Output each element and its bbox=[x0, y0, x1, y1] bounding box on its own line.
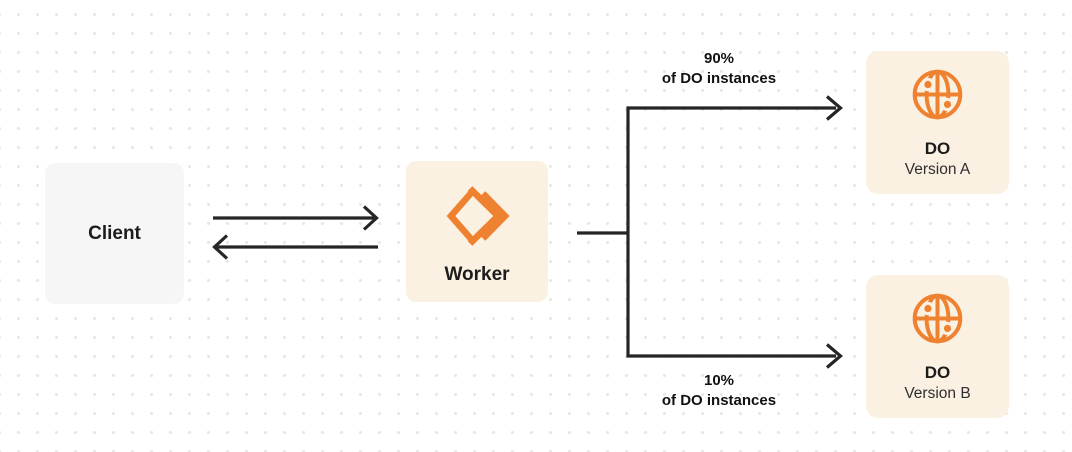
client-node-label: Client bbox=[88, 222, 141, 244]
do-version-a-node: DO Version A bbox=[866, 51, 1009, 194]
durable-object-globe-icon bbox=[912, 69, 963, 119]
edge-label-10-percent: 10% of DO instances bbox=[629, 371, 809, 411]
do-version-b-title: DO bbox=[924, 362, 951, 382]
client-node: Client bbox=[45, 163, 184, 304]
branch-to-do-b-arrowhead-icon bbox=[825, 343, 843, 369]
do-version-a-subtitle: Version A bbox=[904, 160, 971, 178]
durable-object-globe-icon bbox=[912, 293, 963, 343]
branch-to-do-a-line bbox=[626, 106, 836, 233]
edge-label-line: of DO instances bbox=[661, 70, 777, 87]
edge-label-line: of DO instances bbox=[661, 392, 777, 409]
do-version-b-subtitle: Version B bbox=[904, 384, 971, 402]
cloudflare-workers-icon bbox=[446, 185, 510, 246]
branch-to-do-b-line bbox=[626, 233, 836, 358]
branch-to-do-a-arrowhead-icon bbox=[825, 95, 843, 121]
worker-to-client-arrowhead-icon bbox=[212, 234, 229, 260]
worker-node: Worker bbox=[406, 161, 548, 302]
edge-label-line: 10% bbox=[703, 372, 735, 389]
edge-label-90-percent: 90% of DO instances bbox=[629, 49, 809, 89]
edge-label-line: 90% bbox=[703, 50, 735, 67]
do-version-b-node: DO Version B bbox=[866, 275, 1009, 418]
do-version-a-title: DO bbox=[924, 138, 951, 158]
worker-node-label: Worker bbox=[444, 263, 510, 285]
client-to-worker-arrowhead-icon bbox=[362, 205, 379, 231]
